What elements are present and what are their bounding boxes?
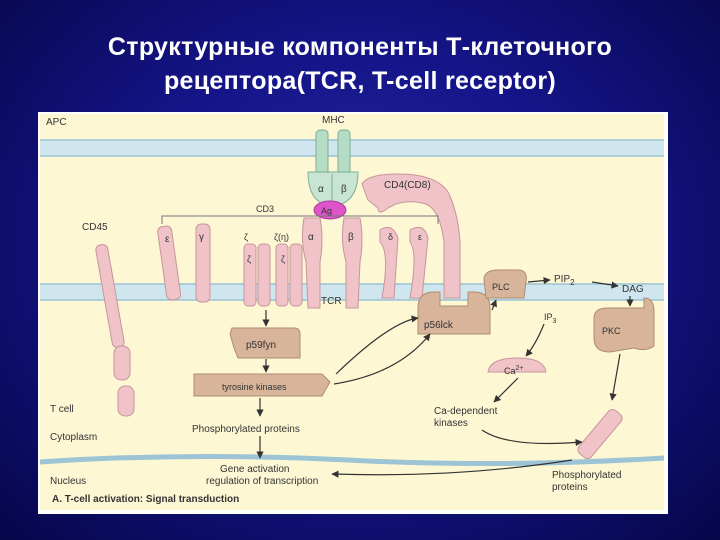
cd3-epsilon-left-label: ε bbox=[165, 234, 170, 245]
cytoplasm-label: Cytoplasm bbox=[50, 432, 97, 443]
phosphorylated-proteins-2-line-1: Phosphorylated bbox=[552, 470, 622, 481]
cd45-molecule bbox=[95, 244, 135, 417]
cd4-cd8-coreceptor bbox=[361, 173, 461, 299]
mhc-beta-label: β bbox=[341, 184, 347, 195]
plc-enzyme bbox=[483, 269, 527, 299]
p59fyn-kinase bbox=[229, 327, 301, 359]
mhc-molecule bbox=[307, 129, 359, 207]
tcr-alpha-label: α bbox=[308, 232, 314, 243]
cd3-epsilon-gamma bbox=[157, 223, 211, 303]
pkc-label: PKC bbox=[602, 326, 621, 336]
dag-label: DAG bbox=[622, 284, 644, 295]
zeta-1-label: ζ bbox=[244, 232, 248, 242]
tyrosine-kinases bbox=[193, 373, 331, 397]
mhc-label: MHC bbox=[322, 115, 345, 126]
ca-dependent-kinases-line-2: kinases bbox=[434, 418, 468, 429]
p59fyn-label: p59fyn bbox=[246, 340, 276, 351]
nucleus-label: Nucleus bbox=[50, 476, 86, 487]
diagram-frame: MHC α β APC Ag α β TCR CD4(CD8) CD3 ε γ … bbox=[38, 112, 668, 514]
cd3-label: CD3 bbox=[256, 204, 274, 214]
tcr-label: TCR bbox=[321, 296, 342, 307]
phosphorylated-proteins-label: Phosphorylated proteins bbox=[192, 424, 300, 435]
diagram-caption: A. T-cell activation: Signal transductio… bbox=[52, 494, 239, 505]
tcr-beta-label: β bbox=[348, 232, 354, 243]
cd45-label: CD45 bbox=[82, 222, 108, 233]
cd3-epsilon-right-label: ε bbox=[418, 232, 422, 242]
pip2-label: PIP2 bbox=[554, 274, 575, 287]
cd4-cd8-label: CD4(CD8) bbox=[384, 180, 431, 191]
cd3-delta-label: δ bbox=[388, 232, 393, 242]
cd3-bracket bbox=[161, 215, 439, 224]
signal-arrows bbox=[256, 277, 634, 478]
tyrosine-kinases-label: tyrosine kinases bbox=[222, 382, 287, 392]
slide-title-line-2: рецептора(TCR, T-cell receptor) bbox=[163, 67, 557, 95]
cd3-gamma-label: γ bbox=[199, 232, 204, 243]
zeta-3-label: ζ bbox=[281, 254, 285, 264]
zeta-chains bbox=[243, 243, 303, 307]
p56lck-kinase bbox=[417, 291, 491, 335]
tcr-alpha-beta bbox=[301, 217, 363, 309]
apc-membrane bbox=[40, 140, 664, 156]
gene-activation-line-2: regulation of transcription bbox=[206, 476, 318, 487]
t-cell-label: T cell bbox=[50, 404, 74, 415]
signaling-protein bbox=[577, 408, 623, 460]
gene-activation-line-1: Gene activation bbox=[220, 464, 290, 475]
pkc-enzyme bbox=[593, 297, 655, 353]
antigen bbox=[313, 200, 347, 220]
plc-label: PLC bbox=[492, 282, 510, 292]
zeta-eta-label: ζ(η) bbox=[274, 232, 289, 242]
calcium-pool bbox=[487, 357, 547, 373]
antigen-label: Ag bbox=[321, 206, 332, 216]
apc-label: APC bbox=[46, 117, 67, 128]
ip3-label: IP3 bbox=[544, 312, 557, 325]
slide-title: Структурные компоненты Т-клеточного реце… bbox=[0, 30, 720, 98]
cd3-delta-epsilon bbox=[379, 226, 429, 299]
p56lck-label: p56lck bbox=[424, 320, 454, 331]
tcr-signaling-diagram: MHC α β APC Ag α β TCR CD4(CD8) CD3 ε γ … bbox=[39, 114, 665, 510]
ca-dependent-kinases-line-1: Ca-dependent bbox=[434, 406, 498, 417]
zeta-2-label: ζ bbox=[247, 254, 251, 264]
mhc-alpha-label: α bbox=[318, 184, 324, 195]
phosphorylated-proteins-2-line-2: proteins bbox=[552, 482, 588, 493]
nucleus-membrane bbox=[39, 453, 665, 467]
calcium-label: Ca2+ bbox=[504, 365, 524, 376]
slide-title-line-1: Структурные компоненты Т-клеточного bbox=[107, 33, 613, 61]
